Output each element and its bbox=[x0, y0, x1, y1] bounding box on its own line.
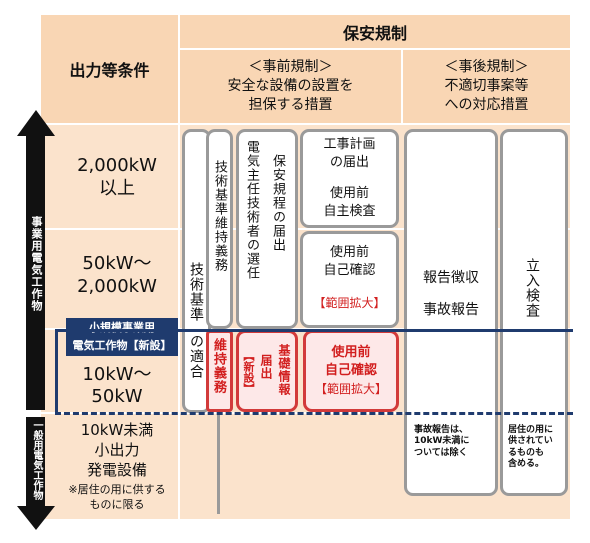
row4-note1: ※居住の用に供する bbox=[68, 483, 166, 496]
small-business-top-line bbox=[55, 329, 573, 332]
general-boundary-dashed-line bbox=[55, 412, 573, 415]
construction-line4: 自主検査 bbox=[323, 204, 376, 219]
row3-line1: 10kW～ bbox=[82, 363, 152, 385]
row4-line3: 発電設備 bbox=[86, 461, 147, 479]
banner-line2: 電気工作物【新設】 bbox=[72, 339, 172, 352]
business-arrow bbox=[26, 134, 45, 410]
self-check-red-expansion: 【範囲拡大】 bbox=[314, 382, 387, 396]
row1-line2: 以上 bbox=[99, 177, 135, 199]
construction-line2: の届出 bbox=[329, 155, 369, 170]
general-arrow-head-down-icon bbox=[17, 506, 55, 530]
report-line2: 事故報告 bbox=[423, 302, 479, 318]
post-line1: 不適切事案等 bbox=[444, 78, 529, 94]
header-left-cell bbox=[40, 14, 179, 124]
report-note-line3: ついては除く bbox=[414, 447, 468, 458]
tech-standard-label-a: 技術基準 bbox=[188, 262, 204, 322]
business-arrow-head-up-icon bbox=[17, 110, 55, 136]
row2-label: 50kW～ 2,000kW bbox=[55, 240, 179, 310]
row3-label: 10kW～ 50kW bbox=[55, 358, 179, 413]
header-regulation-cell bbox=[179, 14, 571, 49]
row4-line1: 10kW未満 bbox=[80, 421, 154, 439]
pre-regulation-header: ＜事前規制＞ 安全な設備の設置を 担保する措置 bbox=[179, 58, 402, 115]
post-regulation-header: ＜事後規制＞ 不適切事案等 への対応措置 bbox=[402, 58, 571, 115]
post-line2: への対応措置 bbox=[444, 97, 529, 113]
inspection-label: 立入検査 bbox=[524, 258, 540, 318]
self-check-text: 使用前 自己確認 【範囲拡大】 bbox=[300, 244, 399, 312]
construction-line3: 使用前 bbox=[329, 186, 369, 201]
row4-line2: 小出力 bbox=[94, 441, 140, 459]
row4-label-cell bbox=[40, 413, 179, 520]
new-filing-tag: 【新設】 bbox=[242, 350, 255, 394]
report-line1: 報告徴収 bbox=[423, 270, 479, 286]
row4-label: 10kW未満 小出力 発電設備 ※居住の用に供する ものに限る bbox=[55, 420, 179, 512]
general-side-label: 一般用電気工作物 bbox=[31, 420, 42, 500]
self-check-red-line2: 自己確認 bbox=[324, 363, 377, 378]
self-check-line1: 使用前 bbox=[329, 245, 369, 260]
maintenance-duty-label: 技術基準維持義務 bbox=[212, 160, 227, 272]
safety-rules-label: 保安規程の届出 bbox=[270, 154, 285, 252]
row3-line2: 50kW bbox=[91, 385, 143, 407]
row4-note2: ものに限る bbox=[89, 498, 145, 511]
self-check-box bbox=[300, 231, 399, 328]
self-check-red-line1: 使用前 bbox=[331, 345, 371, 360]
report-text: 報告徴収 事故報告 bbox=[404, 268, 498, 320]
general-arrow bbox=[26, 417, 45, 509]
pre-line1: 安全な設備の設置を bbox=[227, 78, 354, 94]
report-note-line2: 10kW未満に bbox=[414, 436, 470, 447]
inspection-note-line1: 居住の用に bbox=[508, 425, 554, 435]
post-title: ＜事後規制＞ bbox=[444, 59, 529, 75]
business-side-label: 事業用電気工作物 bbox=[30, 216, 43, 312]
row1-line1: 2,000kW bbox=[77, 154, 157, 176]
maintenance-duty-box bbox=[206, 129, 233, 329]
report-note-line1: 事故報告は、 bbox=[414, 425, 469, 435]
small-business-left-line bbox=[55, 329, 58, 414]
construction-plan-text: 工事計画 の届出 使用前 自主検査 bbox=[300, 136, 399, 221]
construction-line1: 工事計画 bbox=[323, 137, 376, 152]
report-note: 事故報告は、 10kW未満に ついては除く bbox=[414, 425, 494, 459]
maintenance-duty-red-box bbox=[206, 330, 233, 412]
chief-engineer-label: 電気主任技術者の選任 bbox=[244, 140, 259, 280]
self-check-expansion: 【範囲拡大】 bbox=[313, 296, 386, 310]
row2-line1: 50kW～ bbox=[82, 253, 152, 274]
header-post-cell bbox=[402, 49, 571, 124]
construction-plan-box bbox=[300, 129, 399, 228]
inspection-note-line2: 供されてい bbox=[508, 436, 553, 447]
self-check-line2: 自己確認 bbox=[323, 263, 376, 278]
header-pre-cell bbox=[179, 49, 402, 124]
chief-engineer-safety-box bbox=[236, 129, 298, 329]
maintenance-duty-red-label: 維持義務 bbox=[211, 338, 226, 394]
inspection-note-line4: 含める。 bbox=[508, 458, 545, 469]
row1-label: 2,000kW 以上 bbox=[55, 124, 179, 229]
pre-line2: 担保する措置 bbox=[248, 97, 333, 113]
regulation-label: 保安規制 bbox=[342, 23, 407, 43]
banner-line1: 小規模事業用 bbox=[89, 321, 155, 334]
tech-standard-label-b: の適合 bbox=[188, 334, 204, 379]
inspection-box bbox=[500, 129, 568, 496]
report-box bbox=[404, 129, 498, 496]
condition-label: 出力等条件 bbox=[69, 61, 150, 80]
row2-line2: 2,000kW bbox=[77, 276, 157, 297]
self-check-red-text: 使用前 自己確認 【範囲拡大】 bbox=[303, 344, 399, 398]
inspection-note: 居住の用に 供されてい るものも 含める。 bbox=[508, 425, 564, 470]
pre-title: ＜事前規制＞ bbox=[248, 59, 333, 75]
small-business-banner: 小規模事業用 電気工作物【新設】 bbox=[66, 318, 178, 356]
inspection-note-line3: るものも bbox=[508, 447, 545, 458]
basic-info-label: 基礎情報 bbox=[277, 344, 291, 396]
maintenance-duty-line bbox=[217, 334, 220, 514]
new-filing-label: 届出 bbox=[259, 354, 273, 380]
